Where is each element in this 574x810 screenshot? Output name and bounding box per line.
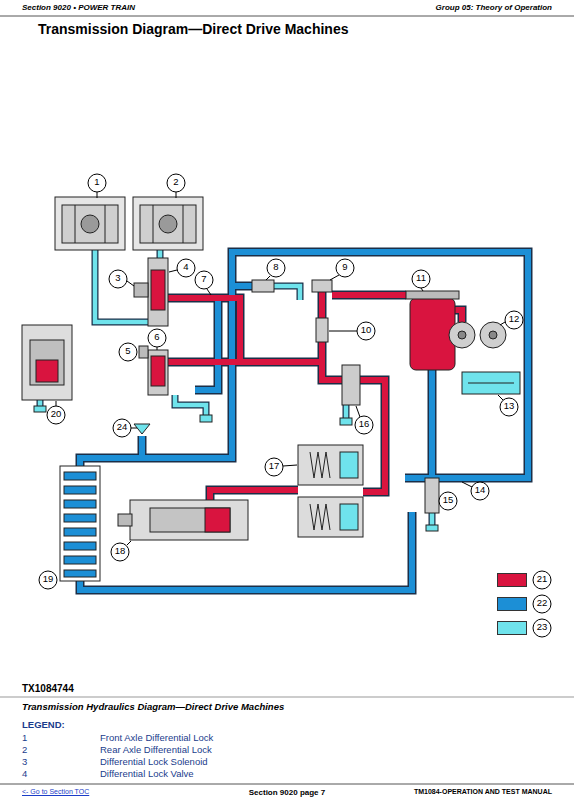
group-header: Group 05: Theory of Operation [300, 3, 552, 12]
callout-number: 12 [504, 314, 524, 325]
callout-number: 16 [354, 419, 374, 430]
legend-swatch [497, 597, 527, 611]
legend-text: Differential Lock Solenoid [100, 757, 208, 768]
legend-number: 4 [22, 769, 27, 780]
callout-number: 20 [46, 409, 66, 420]
callout-number: 4 [176, 262, 196, 273]
legend-number: 3 [22, 757, 27, 768]
callout-number: 8 [266, 262, 286, 273]
legend-callout: 22 [532, 598, 552, 609]
legend-number: 1 [22, 733, 27, 744]
callout-number: 11 [411, 273, 431, 284]
legend-callout: 23 [532, 622, 552, 633]
diagram-title: Transmission Diagram—Direct Drive Machin… [38, 21, 348, 37]
legend-number: 2 [22, 745, 27, 756]
callout-number: 1 [87, 177, 107, 188]
callout-number: 7 [194, 274, 214, 285]
legend-text: Front Axle Differential Lock [100, 733, 213, 744]
legend-callout: 21 [532, 574, 552, 585]
callout-number: 18 [110, 546, 130, 557]
callout-number: 19 [38, 574, 58, 585]
toc-link: <- Go to Section TOC [22, 788, 89, 796]
callout-number: 9 [335, 262, 355, 273]
legend-text: Differential Lock Valve [100, 769, 194, 780]
callout-number: 14 [470, 485, 490, 496]
callout-number: 3 [108, 273, 128, 284]
legend-text: Rear Axle Differential Lock [100, 745, 212, 756]
callout-number: 6 [147, 332, 167, 343]
callout-number: 15 [438, 495, 458, 506]
legend-swatch [497, 573, 527, 587]
figure-id: TX1084744 [22, 683, 74, 695]
manual-name: TM1084-OPERATION AND TEST MANUAL [352, 788, 552, 796]
callout-number: 2 [166, 177, 186, 188]
figure-caption: Transmission Hydraulics Diagram—Direct D… [22, 702, 284, 713]
legend-heading: LEGEND: [22, 720, 65, 731]
section-header: Section 9020 • POWER TRAIN [22, 3, 135, 12]
callout-number: 17 [264, 461, 284, 472]
callout-number: 24 [112, 422, 132, 433]
legend-swatch [497, 621, 527, 635]
callout-number: 10 [356, 325, 376, 336]
page-number: Section 9020 page 7 [187, 788, 387, 797]
callout-number: 13 [499, 401, 519, 412]
callout-number: 5 [118, 346, 138, 357]
